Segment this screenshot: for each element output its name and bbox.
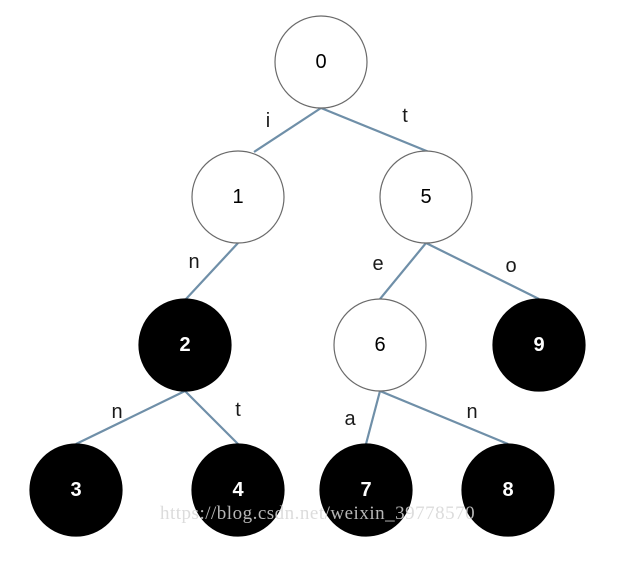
edge-6-8: [379, 389, 509, 446]
node-4: 4: [191, 443, 285, 537]
edge-label-6-8: n: [466, 401, 477, 423]
edge-label-5-9: o: [505, 255, 516, 277]
node-circle: [333, 298, 427, 392]
node-circle: [191, 150, 285, 244]
edge-5-9: [425, 242, 540, 300]
edge-labels-layer: i t n e o n t a n: [111, 105, 516, 430]
node-circle: [274, 15, 368, 109]
node-2: 2: [138, 298, 232, 392]
terminal-node-circle: [29, 443, 123, 537]
edge-2-4: [184, 390, 239, 445]
node-1: 1: [191, 150, 285, 244]
node-0: 0: [274, 15, 368, 109]
edge-label-1-2: n: [188, 251, 199, 273]
terminal-node-circle: [319, 443, 413, 537]
node-7: 7: [319, 443, 413, 537]
node-label-1: 1: [232, 186, 243, 208]
node-8: 8: [461, 443, 555, 537]
node-9: 9: [492, 298, 586, 392]
edge-label-6-7: a: [344, 408, 356, 430]
node-label-6: 6: [374, 334, 385, 356]
terminal-node-circle: [461, 443, 555, 537]
terminal-node-circle: [138, 298, 232, 392]
node-3: 3: [29, 443, 123, 537]
watermark-text: https://blog.csdn.net/weixin_39778570: [160, 503, 475, 524]
edge-2-3: [75, 390, 186, 445]
node-label-2: 2: [179, 334, 190, 356]
node-label-8: 8: [502, 479, 513, 501]
edge-label-0-5: t: [402, 105, 408, 127]
node-label-0: 0: [315, 51, 326, 73]
terminal-node-circle: [191, 443, 285, 537]
node-label-4: 4: [232, 479, 244, 501]
node-circle: [379, 150, 473, 244]
edge-5-6: [379, 242, 427, 300]
edge-label-5-6: e: [372, 253, 383, 275]
edge-label-0-1: i: [266, 110, 270, 132]
edges-layer: [75, 106, 540, 446]
node-label-3: 3: [70, 479, 81, 501]
nodes-layer: 0 1 5 2 6 9 3 4 7 8: [29, 15, 586, 537]
edge-6-7: [364, 390, 382, 445]
node-6: 6: [333, 298, 427, 392]
node-5: 5: [379, 150, 473, 244]
edge-0-5: [320, 106, 430, 154]
edge-0-1: [253, 107, 322, 153]
node-label-7: 7: [360, 479, 371, 501]
edge-label-2-4: t: [235, 399, 241, 421]
edge-label-2-3: n: [111, 401, 122, 423]
node-label-9: 9: [533, 334, 544, 356]
node-label-5: 5: [420, 186, 431, 208]
terminal-node-circle: [492, 298, 586, 392]
edge-1-2: [185, 242, 239, 300]
